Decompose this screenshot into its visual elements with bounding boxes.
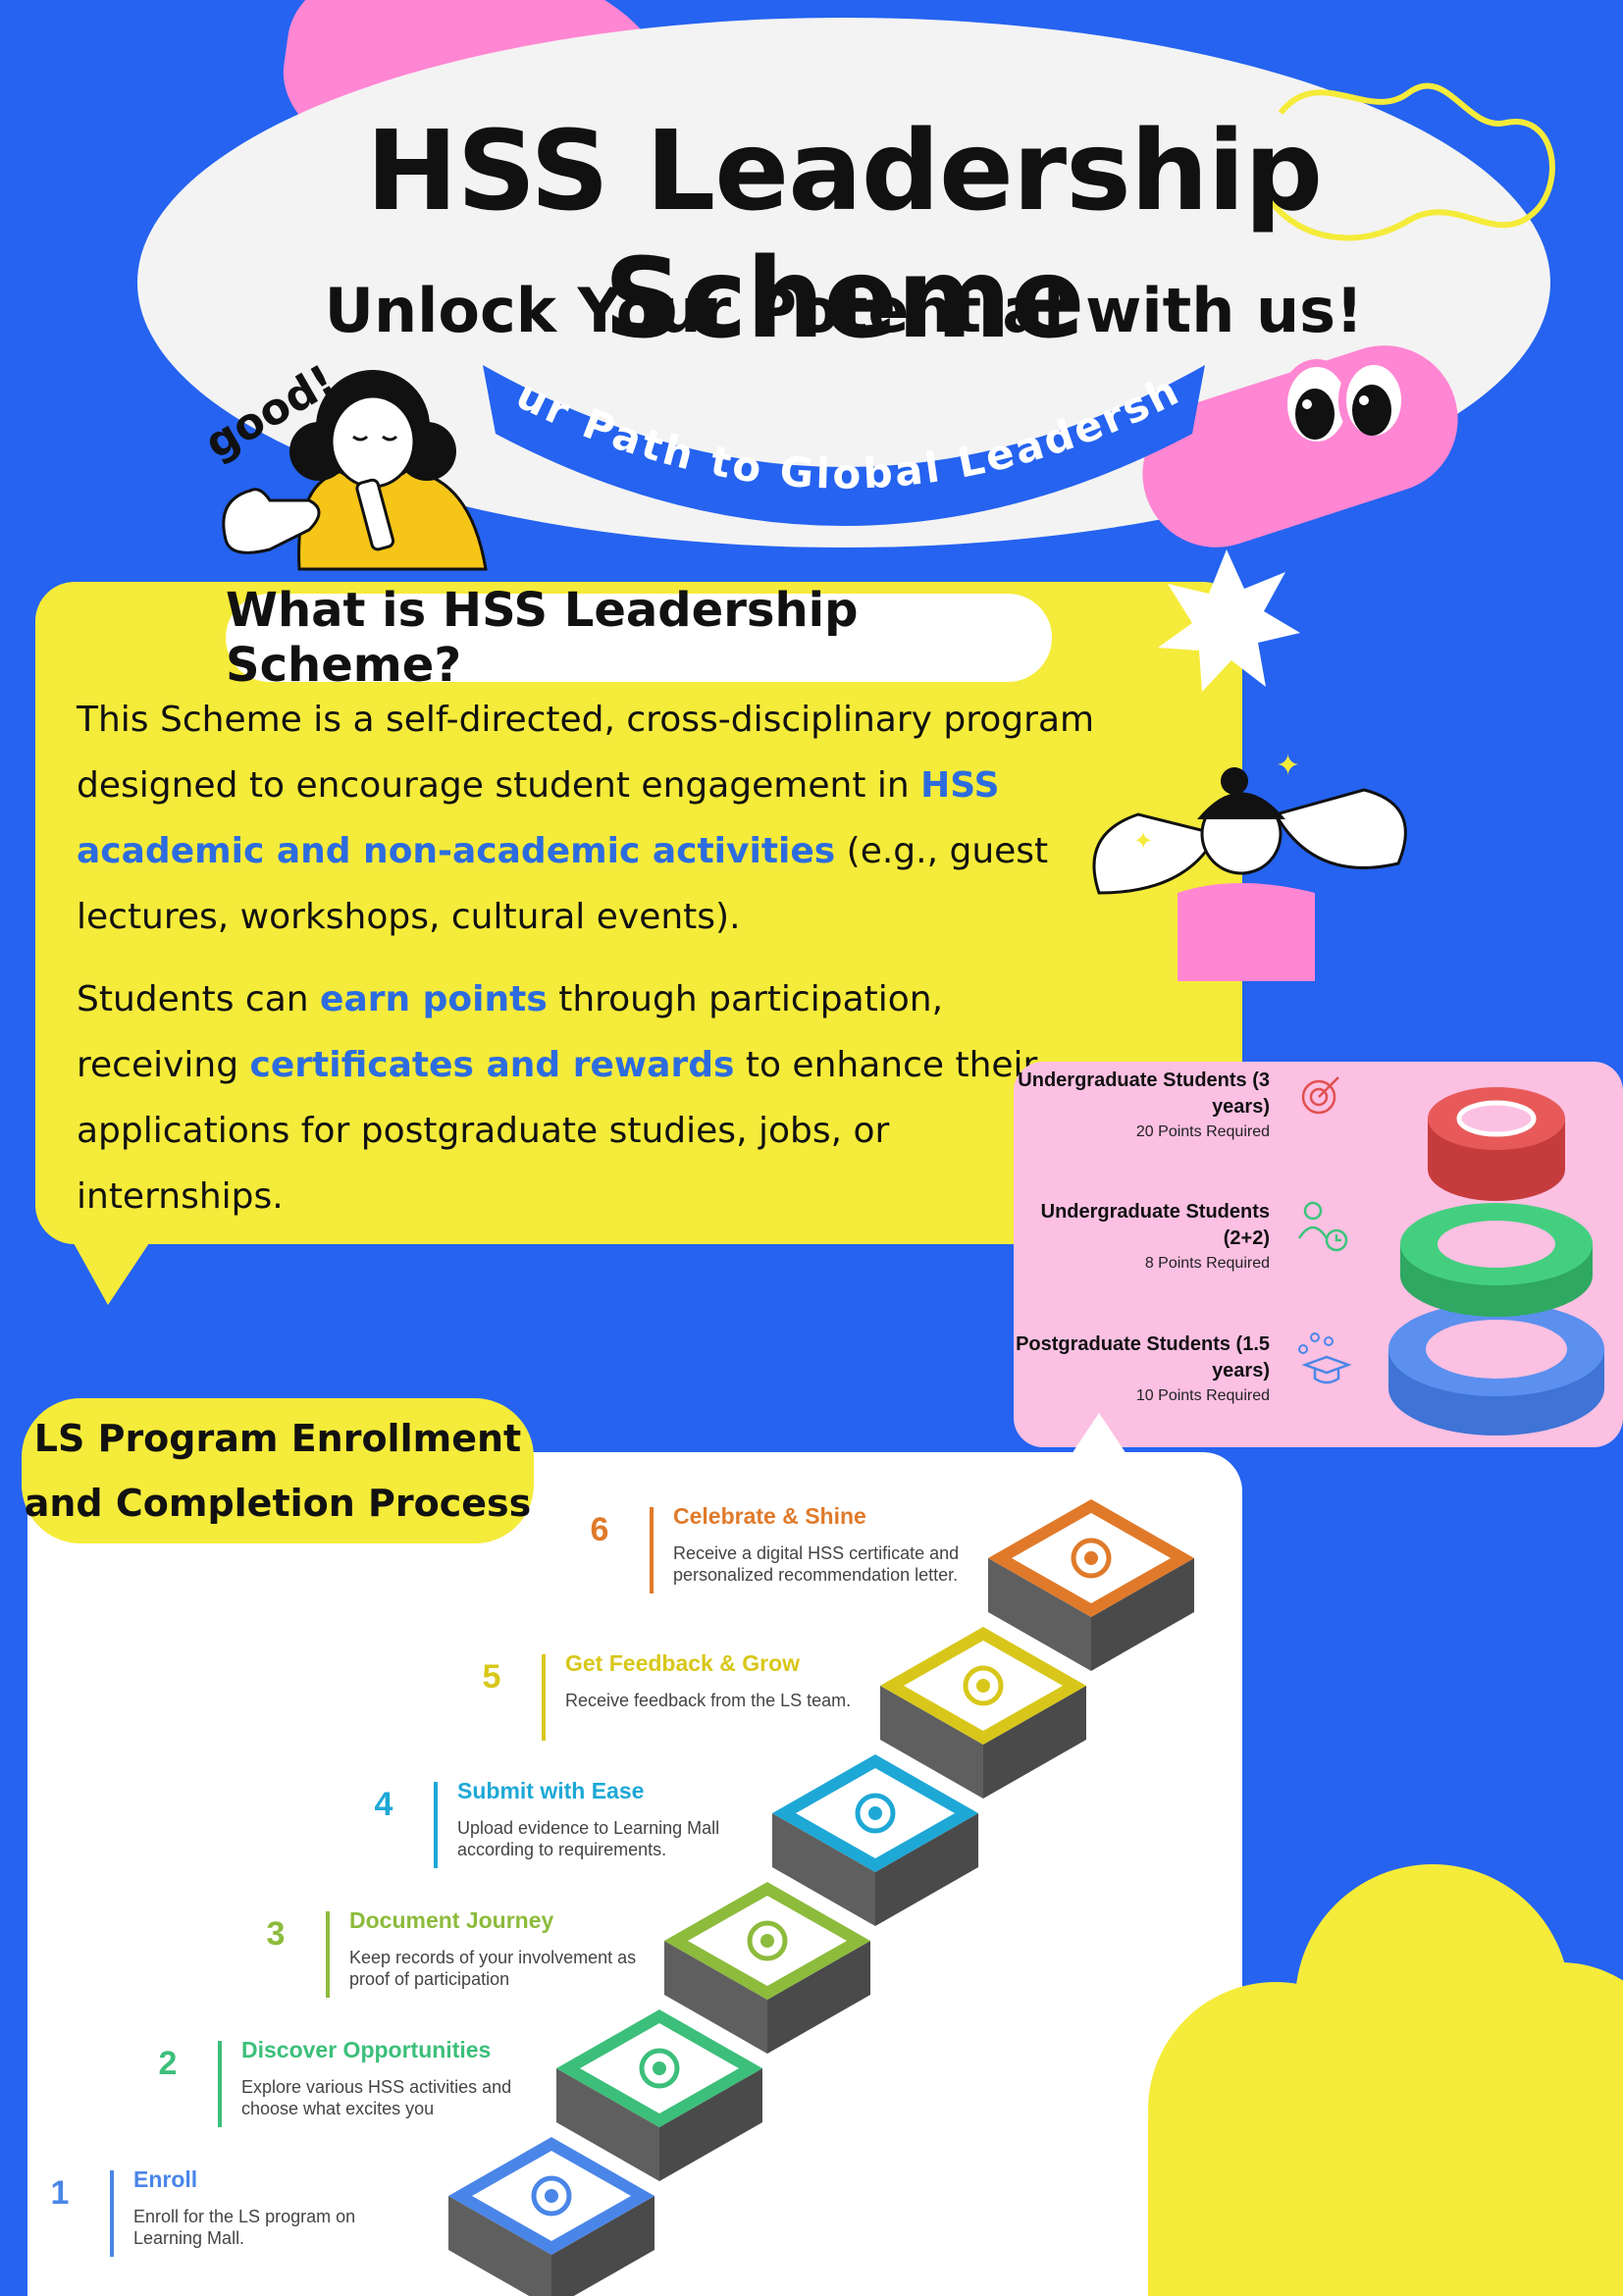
location-hiker-icon-core	[653, 2061, 666, 2075]
process-heading-line1: LS Program Enrollment	[33, 1417, 522, 1460]
tier-points: 8 Points Required	[1144, 1255, 1270, 1272]
stair-riser-side	[1091, 1558, 1194, 1671]
upload-icon-core	[868, 1806, 882, 1820]
location-hiker-icon	[639, 2048, 680, 2089]
stair-riser-side	[551, 2196, 654, 2296]
step-title: Discover Opportunities	[241, 2037, 492, 2062]
stair-riser	[880, 1686, 983, 1799]
step-title: Get Feedback & Grow	[565, 1650, 801, 1676]
stair-riser	[556, 2068, 659, 2181]
about-paragraph-1: This Scheme is a self-directed, cross-di…	[77, 687, 1097, 950]
about-text: This Scheme is a self-directed, cross-di…	[77, 700, 1095, 806]
step-description: Explore various HSS activities and choos…	[241, 2077, 512, 2118]
stair-riser-side	[875, 1813, 978, 1926]
step-description: Keep records of your involvement as proo…	[349, 1948, 637, 1989]
stair-riser	[664, 1941, 767, 2054]
about-text: to enhance their applications for postgr…	[77, 1045, 1038, 1217]
step-number: 1	[50, 2174, 70, 2212]
step-title: Celebrate & Shine	[673, 1503, 866, 1529]
tier-label: Undergraduate Students (2+2)	[1040, 1201, 1270, 1249]
upload-icon	[855, 1793, 896, 1834]
path-banner: Your Path to Global Leadership	[471, 343, 1205, 526]
about-paragraph-2: Students can earn points through partici…	[77, 966, 1097, 1229]
about-text: Students can	[77, 979, 321, 1019]
celebrate-podium-icon-core	[1084, 1551, 1098, 1565]
enroll-user-icon	[531, 2175, 572, 2217]
page-subtitle: Unlock Your Potential with us!	[324, 275, 1364, 346]
feedback-laptop-icon	[963, 1665, 1004, 1706]
step-description: Upload evidence to Learning Mall accordi…	[457, 1818, 720, 1859]
process-heading-line2: and Completion Process	[24, 1482, 532, 1525]
step-divider	[434, 1782, 438, 1868]
stair-riser-side	[659, 2068, 762, 2181]
step-divider	[326, 1911, 330, 1998]
eyes-illustration	[1280, 357, 1409, 449]
thinking-girl-illustration: ✦ ✦	[1092, 749, 1407, 981]
about-highlight: earn points	[320, 979, 548, 1019]
page-title: HSS Leadership Scheme	[365, 108, 1323, 363]
stair-riser-side	[983, 1686, 1086, 1799]
people-clock-icon	[1297, 1201, 1348, 1252]
staircase-illustration	[448, 1499, 1194, 2296]
stair-riser	[988, 1558, 1091, 1671]
target-icon	[1301, 1076, 1339, 1115]
yellow-squiggle-decoration	[1268, 82, 1555, 241]
about-text: (e.g., guest lectures, workshops, cultur…	[77, 831, 1049, 937]
rings-stack-illustration	[1388, 1087, 1604, 1435]
stair-riser	[772, 1813, 875, 1926]
step-divider	[542, 1654, 546, 1741]
about-highlight: certificates and rewards	[249, 1045, 735, 1085]
step-description: Receive feedback from the LS team.	[565, 1691, 852, 1710]
camera-record-icon-core	[760, 1934, 774, 1948]
step-title: Enroll	[133, 2166, 198, 2192]
feedback-laptop-icon-core	[976, 1679, 990, 1693]
step-divider	[650, 1507, 654, 1593]
svg-text:✦: ✦	[1276, 749, 1300, 783]
yellow-cloud-decoration	[1148, 1864, 1623, 2296]
about-heading: What is HSS Leadership Scheme?	[226, 583, 1052, 693]
step-number: 6	[590, 1511, 609, 1548]
step-number: 4	[374, 1786, 393, 1823]
svg-text:✦: ✦	[1133, 827, 1153, 855]
step-title: Document Journey	[349, 1907, 554, 1933]
step-number: 2	[158, 2045, 178, 2082]
enroll-user-icon-core	[545, 2189, 558, 2203]
step-divider	[218, 2041, 222, 2127]
about-text: through participation, receiving	[77, 979, 944, 1085]
about-highlight: HSS academic and non-academic activities	[77, 765, 1000, 871]
tier-label: Postgraduate Students (1.5 years)	[1016, 1333, 1270, 1382]
speech-tail-decoration	[59, 1217, 167, 1305]
tier-points: 20 Points Required	[1135, 1123, 1270, 1140]
step-description: Receive a digital HSS certificate and pe…	[673, 1543, 960, 1585]
step-divider	[110, 2170, 114, 2257]
girl-thumbs-up-illustration: good!	[206, 355, 488, 571]
process-heading: LS Program Enrollment and Completion Pro…	[22, 1398, 534, 1543]
tier-points: 10 Points Required	[1135, 1387, 1270, 1404]
celebrate-podium-icon	[1071, 1538, 1112, 1579]
step-title: Submit with Ease	[457, 1778, 645, 1803]
camera-record-icon	[747, 1920, 788, 1961]
graduation-cap-icon	[1298, 1332, 1352, 1384]
step-description: Enroll for the LS program on Learning Ma…	[133, 2207, 356, 2248]
step-number: 5	[482, 1658, 501, 1696]
stair-riser-side	[767, 1941, 870, 2054]
tier-label: Undergraduate Students (3 years)	[1018, 1070, 1270, 1118]
stair-riser	[448, 2196, 551, 2296]
step-number: 3	[266, 1915, 286, 1953]
starburst-decoration	[1158, 549, 1300, 692]
